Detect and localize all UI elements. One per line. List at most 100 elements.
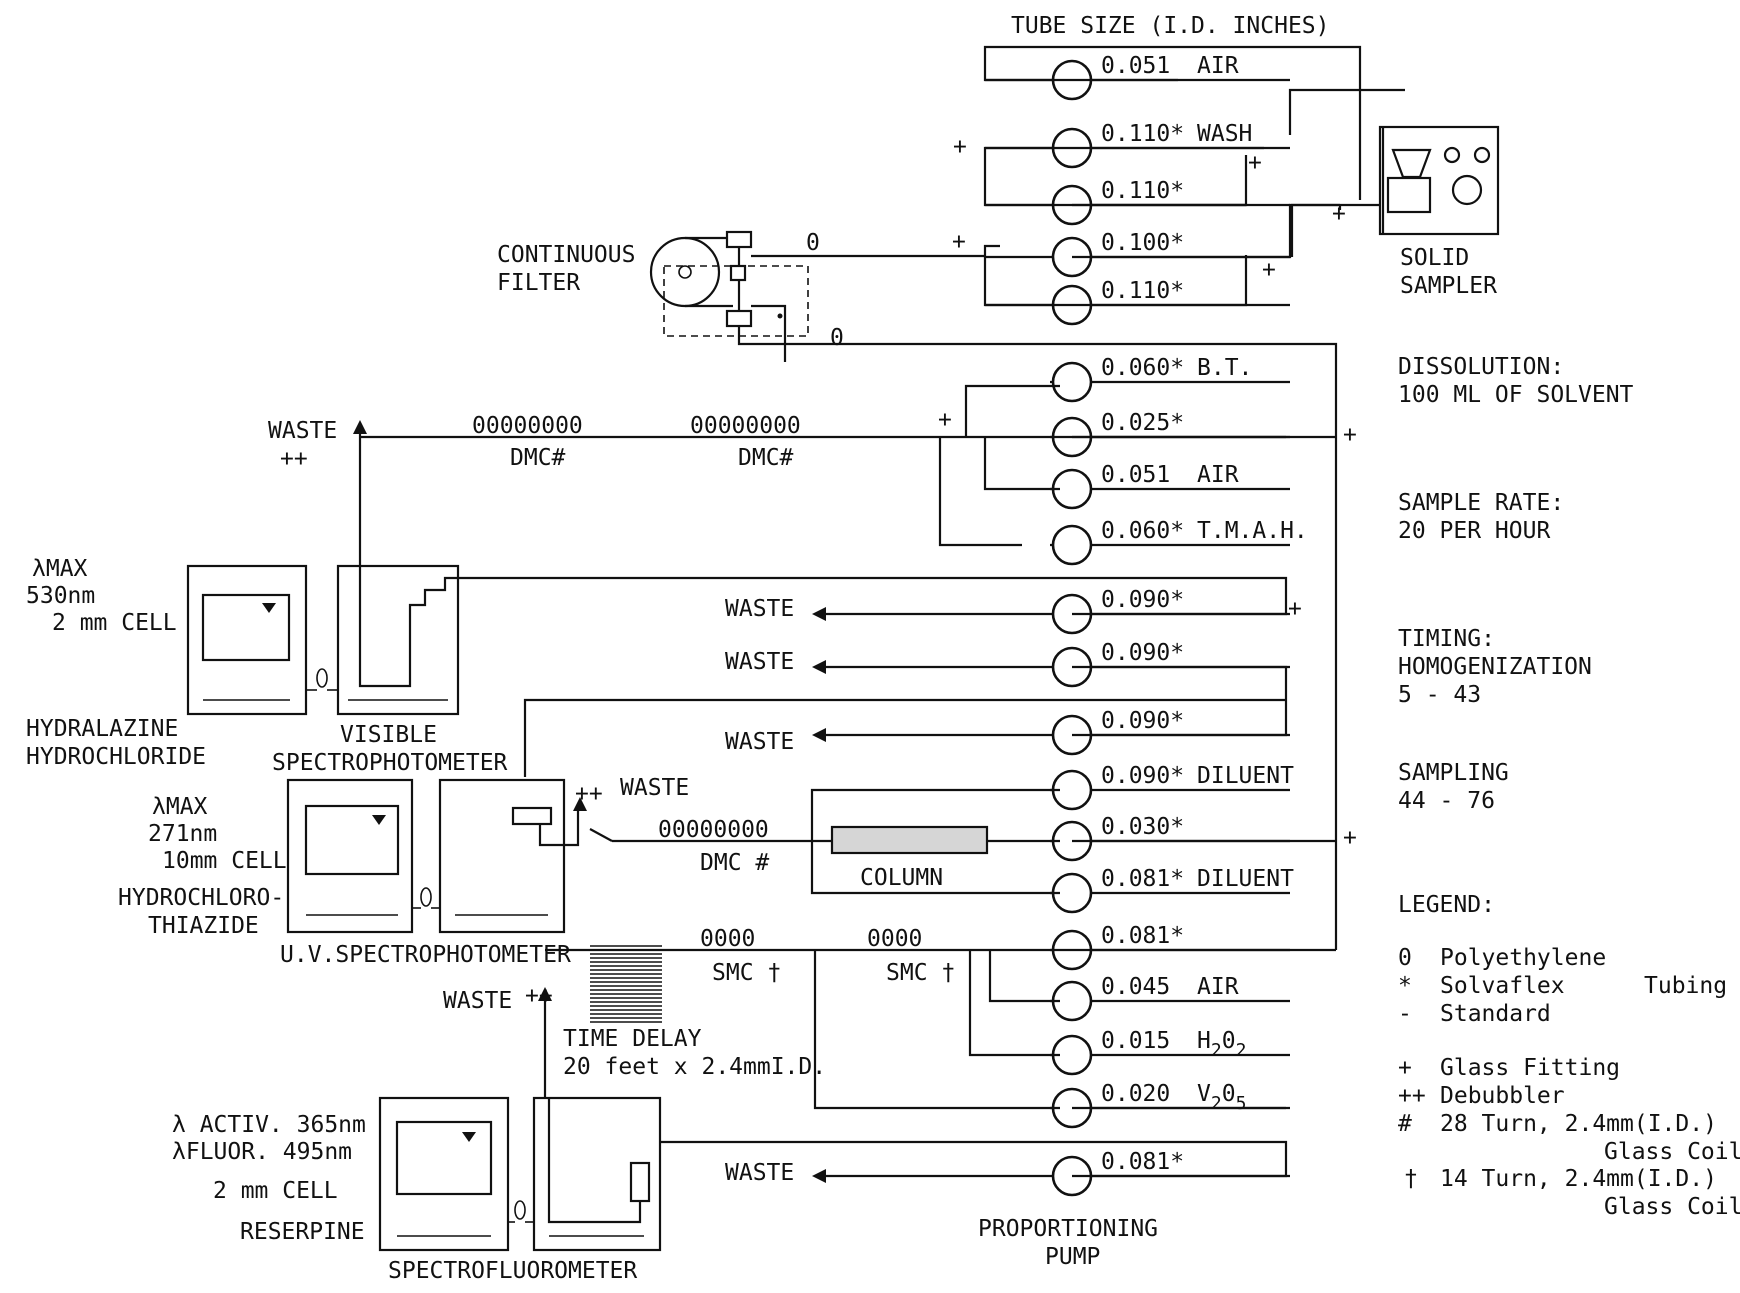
pump-tube-reagent: B.T. xyxy=(1197,355,1252,381)
uv-cell: 10mm CELL xyxy=(162,848,287,874)
sampling-label: SAMPLING xyxy=(1398,760,1509,786)
legend-symbol: # xyxy=(1398,1111,1412,1137)
waste-arrows xyxy=(353,420,826,1183)
smc-coil-1-label: SMC † xyxy=(712,960,781,986)
legend-text: Glass Fitting xyxy=(1440,1055,1620,1081)
uv-spectrophotometer: λMAX 271nm 10mm CELL HYDROCHLORO- THIAZI… xyxy=(118,778,582,968)
legend-text: Polyethylene xyxy=(1440,945,1606,971)
legend-tubing-label: Tubing xyxy=(1644,973,1727,999)
continuous-filter: CONTINUOUS FILTER xyxy=(497,230,1338,950)
smc-coil-2: 0000 xyxy=(867,926,922,952)
pump-tube-size: 0.081* xyxy=(1101,923,1184,949)
spectrofluorometer-label: SPECTROFLUOROMETER xyxy=(388,1258,637,1284)
legend-title: LEGEND: xyxy=(1398,892,1495,918)
pump-tube-size: 0.060* xyxy=(1101,518,1184,544)
waste-label-3: WASTE xyxy=(725,729,794,755)
time-delay-label: TIME DELAY xyxy=(563,1026,702,1052)
hydrochlorothiazide-label-2: THIAZIDE xyxy=(148,913,259,939)
visible-wavelength: 530nm xyxy=(26,583,95,609)
dissolution-heading: DISSOLUTION: xyxy=(1398,354,1564,380)
dmc-coil-2: 00000000 xyxy=(690,413,801,439)
legend-text: Solvaflex xyxy=(1440,973,1565,999)
glass-fitting-marker: + xyxy=(1288,596,1302,622)
smc-coil-2-label: SMC † xyxy=(886,960,955,986)
dmc-coil-3-label: DMC # xyxy=(700,850,769,876)
pump-tube-size: 0.090* xyxy=(1101,640,1184,666)
fluor-cell: 2 mm CELL xyxy=(213,1178,338,1204)
pump-tube-reagent: AIR xyxy=(1197,974,1239,1000)
glass-fitting-marker: + xyxy=(952,229,966,255)
pump-tube-reagent: DILUENT xyxy=(1197,866,1294,892)
glass-fitting-marker: + xyxy=(1332,201,1346,227)
solid-sampler-label-2: SAMPLER xyxy=(1400,273,1497,299)
pump-tube-size: 0.045 xyxy=(1101,974,1170,1000)
manifold-connections xyxy=(358,384,1336,1180)
glass-fitting-marker: + xyxy=(1343,825,1357,851)
reserpine-label: RESERPINE xyxy=(240,1219,365,1245)
pump-roller xyxy=(1051,524,1093,566)
proportioning-pump-label-2: PUMP xyxy=(1045,1244,1100,1270)
tube-size-heading: TUBE SIZE (I.D. INCHES) xyxy=(1011,13,1330,39)
timing-heading: TIMING: xyxy=(1398,626,1495,652)
debubbler-marker-fluor: ++ xyxy=(525,983,553,1009)
waste-labels: WASTE WASTE WASTE WASTE WASTE WASTE WAST… xyxy=(268,418,794,1186)
legend-coil-label: Glass Coil xyxy=(1604,1194,1740,1220)
time-delay-spec: 20 feet x 2.4mmI.D. xyxy=(563,1054,826,1080)
pump-tube-size: 0.051 xyxy=(1101,53,1170,79)
sampler-tubing xyxy=(983,45,1405,307)
waste-label-fluor: WASTE xyxy=(443,988,512,1014)
legend-symbol: + xyxy=(1398,1055,1412,1081)
waste-label-reserpine: WASTE xyxy=(725,1160,794,1186)
legend-symbol: - xyxy=(1398,1001,1412,1027)
legend-text: 14 Turn, 2.4mm(I.D.) xyxy=(1440,1166,1717,1192)
legend-text: Debubbler xyxy=(1440,1083,1565,1109)
smc-coil-1: 0000 xyxy=(700,926,755,952)
legend: LEGEND: 0 Polyethylene * Solvaflex Tubin… xyxy=(1398,892,1740,1220)
coils: 00000000 DMC# 00000000 DMC# 00000000 DMC… xyxy=(472,413,955,986)
sampling-value: 44 - 76 xyxy=(1398,788,1495,814)
run-parameters: DISSOLUTION: 100 ML OF SOLVENT SAMPLE RA… xyxy=(1398,354,1634,814)
sample-rate-heading: SAMPLE RATE: xyxy=(1398,490,1564,516)
waste-label-1: WASTE xyxy=(725,596,794,622)
hydrochlorothiazide-label: HYDROCHLORO- xyxy=(118,885,284,911)
legend-text: 28 Turn, 2.4mm(I.D.) xyxy=(1440,1111,1717,1137)
pump-tube-size: 0.081* xyxy=(1101,866,1184,892)
pump-tube-reagent: WASH xyxy=(1197,121,1252,147)
visible-lambda-max: λMAX xyxy=(32,556,88,582)
fitting-markers: ++ ++ ++ + + + + + + + + + 0 0 xyxy=(280,134,1357,1009)
glass-fitting-marker: + xyxy=(1262,257,1276,283)
waste-label-uv: WASTE xyxy=(620,775,689,801)
legend-coil-label: Glass Coil xyxy=(1604,1139,1740,1165)
legend-symbol: † xyxy=(1404,1166,1418,1192)
waste-label-visible: WASTE xyxy=(268,418,337,444)
pump-tube-reagent: V205 xyxy=(1197,1081,1246,1114)
pump-tube-size: 0.030* xyxy=(1101,814,1184,840)
uv-lambda-max: λMAX xyxy=(152,794,208,820)
pump-tube-size: 0.100* xyxy=(1101,230,1184,256)
pump-tube-size: 0.110* xyxy=(1101,178,1184,204)
legend-symbol: ++ xyxy=(1398,1083,1426,1109)
solid-sampler: SOLID SAMPLER xyxy=(1378,125,1500,299)
pump-tube-size: 0.090* xyxy=(1101,763,1184,789)
pump-tube-size: 0.015 xyxy=(1101,1028,1170,1054)
dissolution-value: 100 ML OF SOLVENT xyxy=(1398,382,1634,408)
continuous-filter-label-2: FILTER xyxy=(497,270,580,296)
fluor-activation: λ ACTIV. 365nm xyxy=(172,1112,366,1138)
glass-fitting-marker: + xyxy=(938,407,952,433)
glass-fitting-marker: + xyxy=(1248,150,1262,176)
visible-cell: 2 mm CELL xyxy=(52,610,177,636)
pump-tube-size: 0.110* xyxy=(1101,278,1184,304)
pump-tube-size: 0.025* xyxy=(1101,410,1184,436)
pump-tube-reagent: AIR xyxy=(1197,53,1239,79)
pump-tube-reagent: AIR xyxy=(1197,462,1239,488)
dmc-coil-1-label: DMC# xyxy=(510,445,566,471)
pump-tube-size: 0.051 xyxy=(1101,462,1170,488)
glass-fitting-marker: + xyxy=(1343,422,1357,448)
time-delay-coil: TIME DELAY 20 feet x 2.4mmI.D. xyxy=(543,945,826,1130)
pump-tube-reagent: H202 xyxy=(1197,1028,1246,1061)
dmc-coil-3: 00000000 xyxy=(658,817,769,843)
uv-wavelength: 271nm xyxy=(148,821,217,847)
